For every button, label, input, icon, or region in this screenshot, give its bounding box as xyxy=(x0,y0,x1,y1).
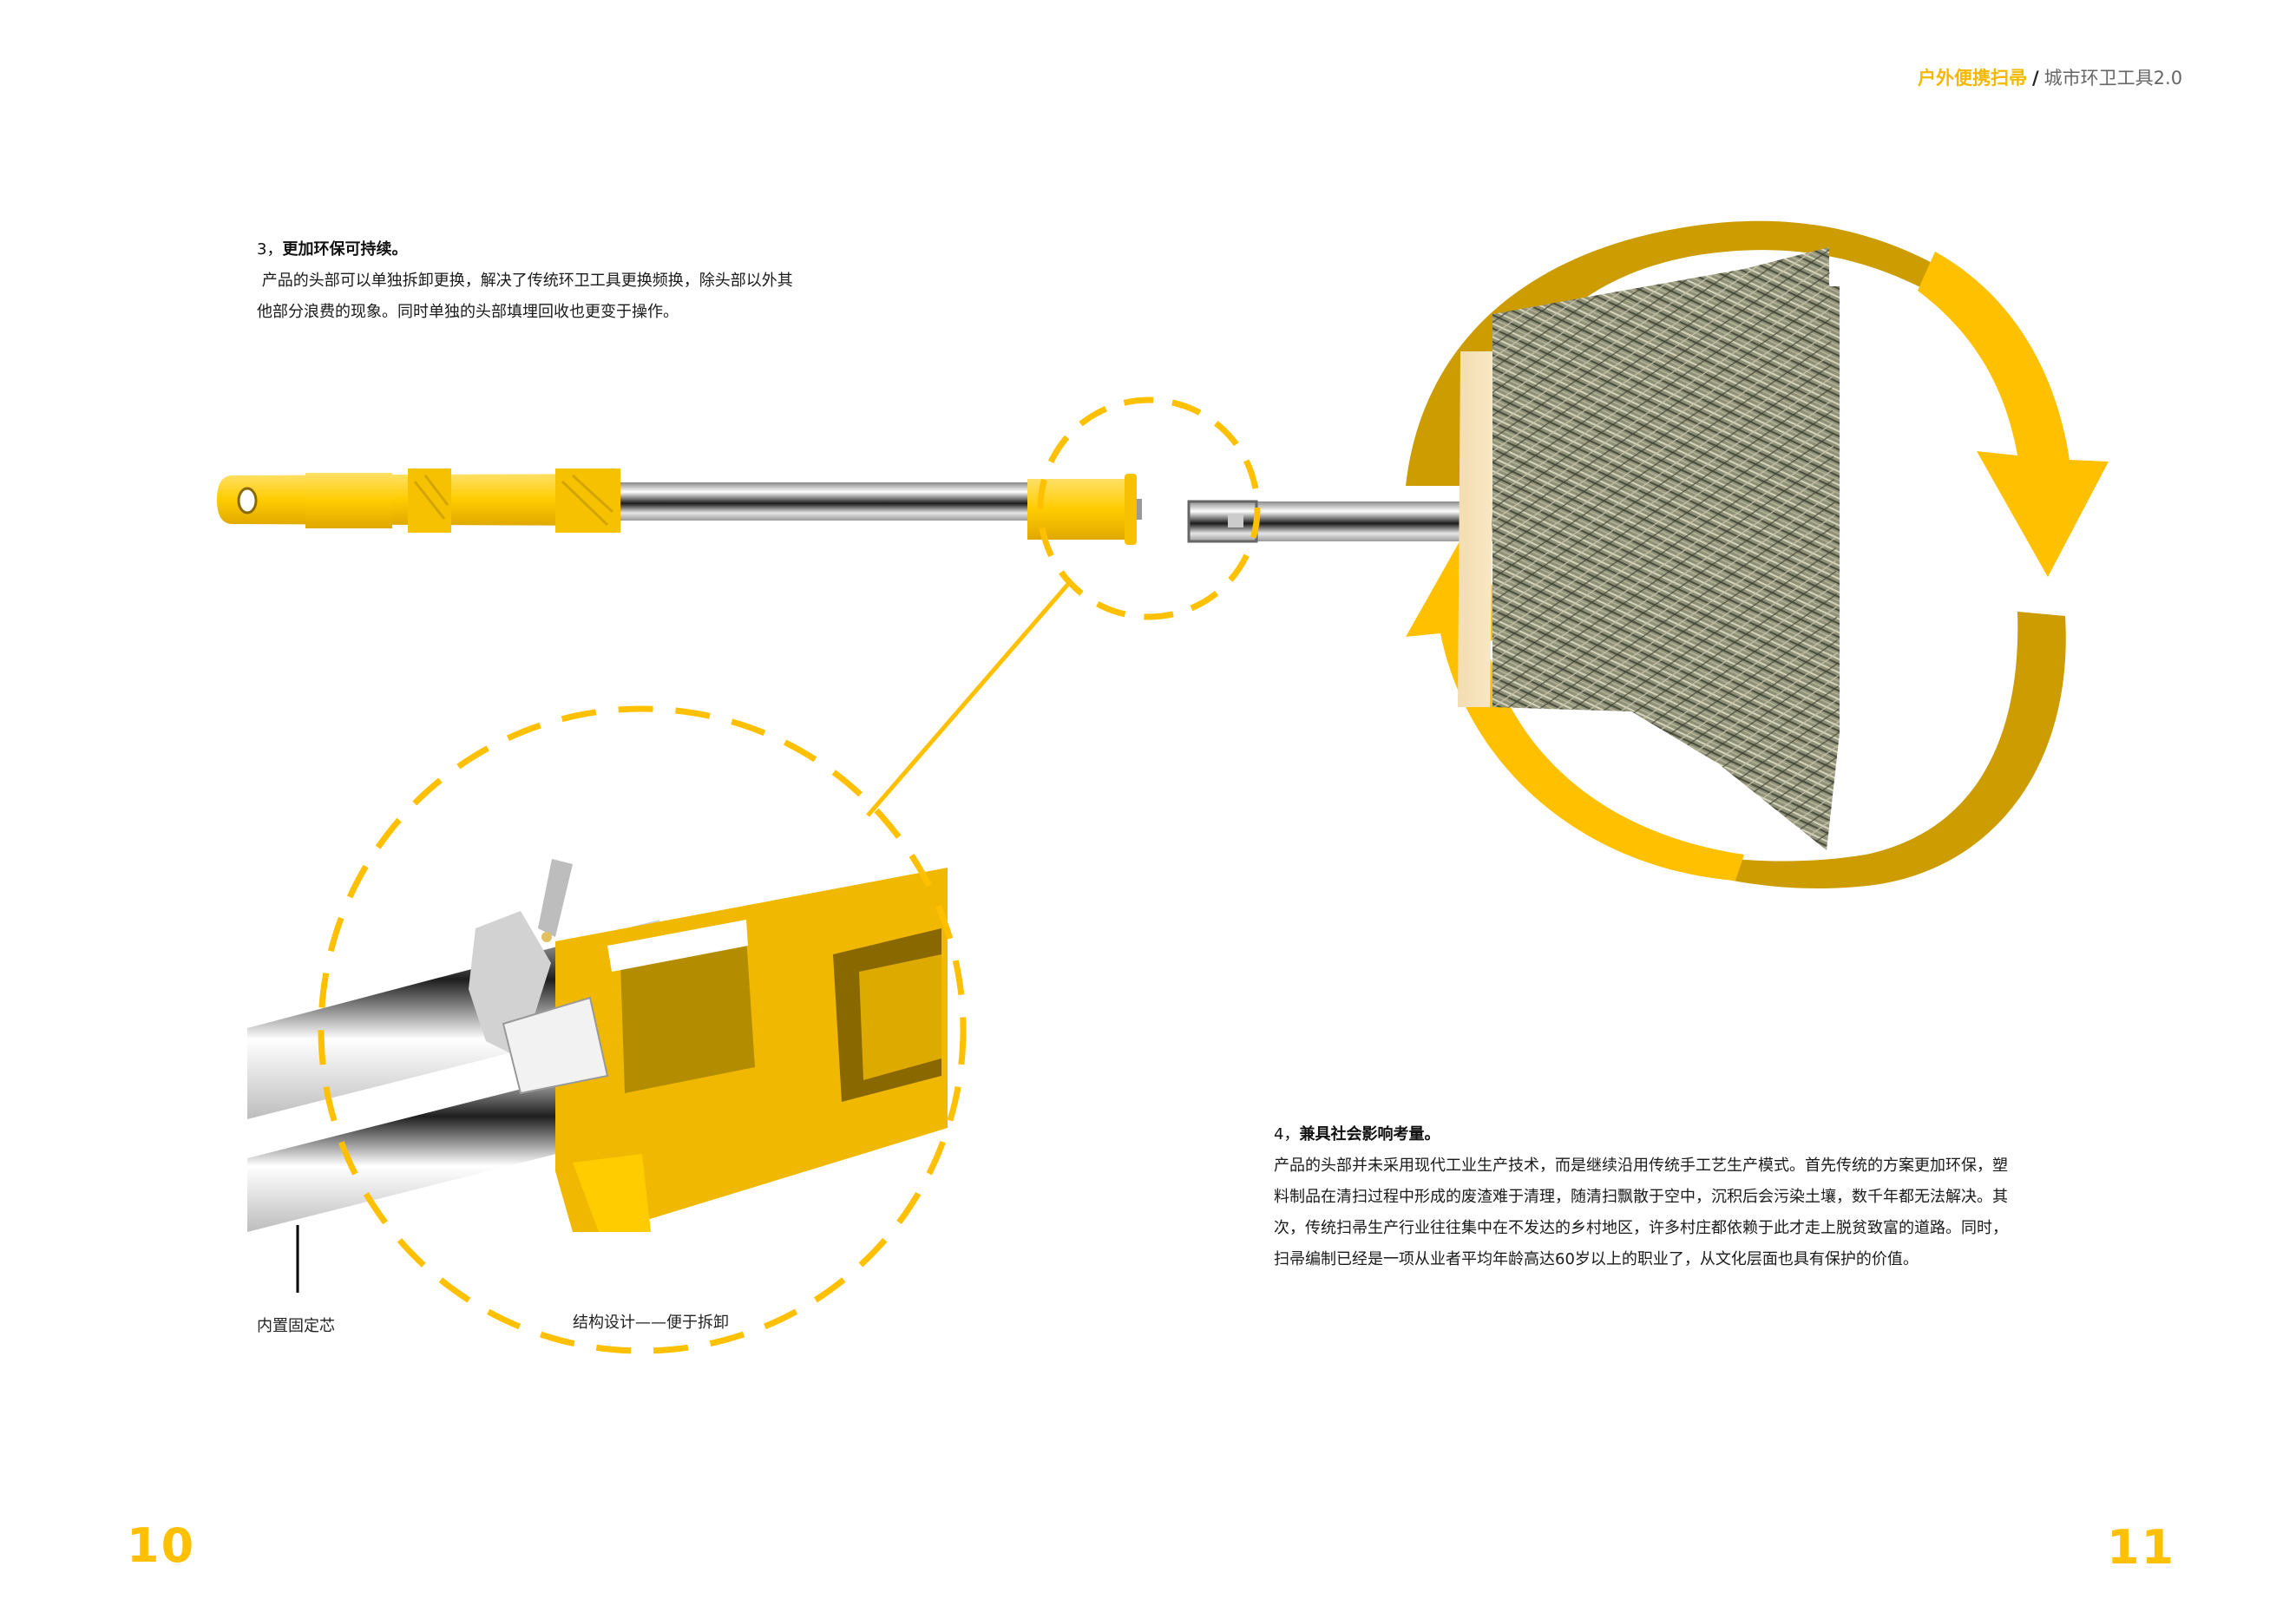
section-4-line-4: 扫帚编制已经是一项从业者平均年龄高达60岁以上的职业了，从文化层面也具有保护的价… xyxy=(1274,1250,1919,1268)
caption-structure-design: 结构设计——便于拆卸 xyxy=(573,1314,729,1332)
section-3-line-1: 产品的头部可以单独拆卸更换，解决了传统环卫工具更换频换，除头部以外其 xyxy=(257,272,793,290)
section-4-heading: 4，兼具社会影响考量。 xyxy=(1274,1125,1440,1143)
section-4-line-3: 次，传统扫帚生产行业往往集中在不发达的乡村地区，许多村庄都依赖于此才走上脱贫致富… xyxy=(1274,1219,2008,1237)
header-subtitle: 城市环卫工具2.0 xyxy=(2043,68,2183,88)
callout-line xyxy=(866,581,1071,817)
section-4-line-2: 料制品在清扫过程中形成的废渣难于清理，随清扫飘散于空中，沉积后会污染土壤，数千年… xyxy=(1274,1188,2008,1206)
page-number-right: 11 xyxy=(2107,1520,2176,1575)
section-3-heading: 3，更加环保可持续。 xyxy=(257,240,408,259)
broom-handle-illustration xyxy=(217,469,1142,545)
section-3-line-2: 他部分浪费的现象。同时单独的头部填埋回收也更变于操作。 xyxy=(257,303,679,321)
header-brand: 户外便携扫帚 xyxy=(1918,68,2027,88)
page-number-left: 10 xyxy=(127,1518,196,1573)
section-4: 4，兼具社会影响考量。 产品的头部并未采用现代工业生产技术，而是继续沿用传统手工… xyxy=(1274,1119,2124,1275)
detail-zoom-circle xyxy=(318,705,967,1354)
broom-stick-illustration xyxy=(1187,500,1492,543)
connector-detail-illustration xyxy=(247,859,948,1293)
caption-inner-core: 内置固定芯 xyxy=(257,1317,335,1335)
recycle-cycle-illustration xyxy=(1406,220,2109,889)
section-4-line-1: 产品的头部并未采用现代工业生产技术，而是继续沿用传统手工艺生产模式。首先传统的方… xyxy=(1274,1157,2008,1175)
detail-highlight-circle xyxy=(1037,396,1261,620)
page-header: 户外便携扫帚/城市环卫工具2.0 xyxy=(1918,64,2182,90)
header-separator: / xyxy=(2032,68,2039,88)
section-3: 3，更加环保可持续。 产品的头部可以单独拆卸更换，解决了传统环卫工具更换频换，除… xyxy=(257,234,882,328)
